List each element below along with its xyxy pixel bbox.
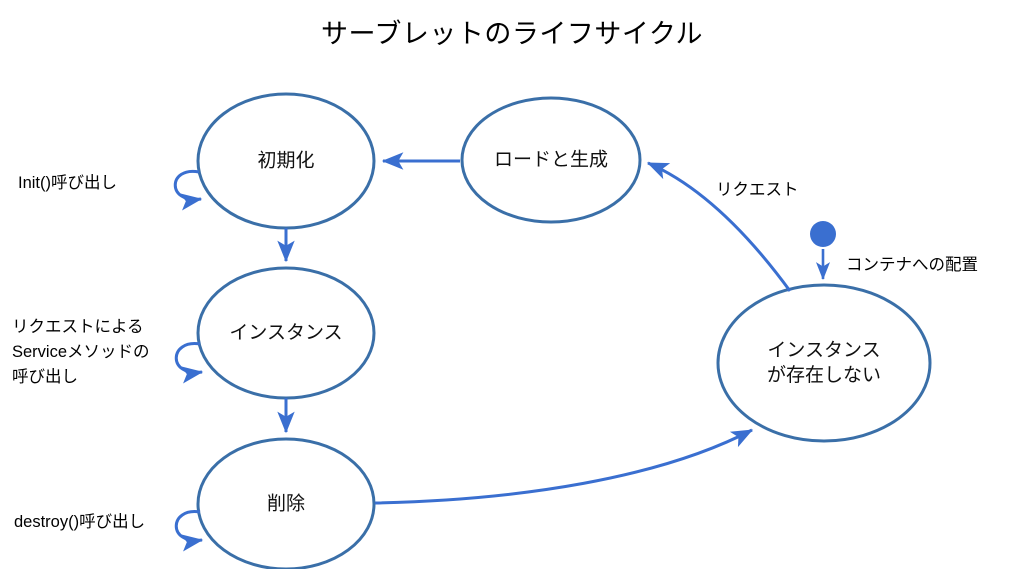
- edge-instance-self-loop: [174, 342, 204, 384]
- state-label-init: 初期化: [257, 150, 315, 172]
- page-title: サーブレットのライフサイクル: [320, 19, 704, 49]
- edge-label-service-call: リクエストによる Serviceメソッドの 呼び出し: [12, 318, 150, 386]
- edge-label-request: リクエスト: [716, 181, 799, 199]
- state-label-load-create: ロードと生成: [493, 149, 609, 171]
- state-label-no-instance: インスタンス が存在しない: [766, 340, 882, 386]
- edge-no-instance-to-load-create: [646, 161, 792, 292]
- state-label-destroy: 削除: [266, 493, 306, 515]
- edge-label-init-call: Init()呼び出し: [18, 174, 117, 192]
- edge-label-deploy-container: コンテナへの配置: [846, 256, 978, 274]
- edge-init-self-loop: [173, 169, 203, 211]
- edge-destroy-to-no-instance: [374, 428, 754, 505]
- edge-destroy-self-loop: [174, 510, 204, 552]
- state-node-load-create[interactable]: [460, 96, 642, 224]
- state-node-no-instance[interactable]: [716, 283, 932, 443]
- edge-label-destroy-call: destroy()呼び出し: [14, 513, 146, 531]
- state-label-instance: インスタンス: [229, 322, 343, 344]
- state-node-destroy[interactable]: [196, 437, 376, 569]
- start-state-dot: [810, 221, 836, 247]
